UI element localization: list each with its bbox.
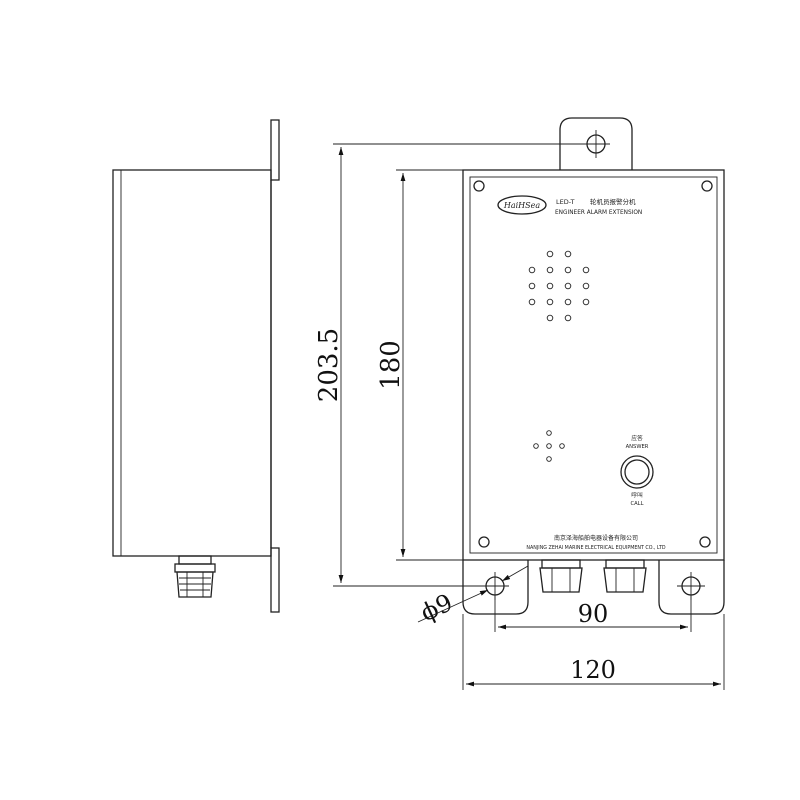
front-body-outer	[462, 169, 725, 561]
brand-logo-text: HaiHSea	[503, 201, 540, 210]
side-flange-top	[270, 119, 280, 181]
gland-spacing-label: 90	[578, 600, 609, 628]
brand-logo: HaiHSea	[497, 195, 547, 215]
side-view	[112, 119, 280, 613]
answer-en-label: ANSWER	[626, 444, 649, 450]
cable-gland-icon	[603, 559, 647, 593]
body-height-label: 180	[376, 340, 406, 390]
side-view-body	[112, 169, 272, 557]
side-flange-bottom	[270, 547, 280, 613]
speaker-grille-icon	[528, 250, 590, 322]
bottom-left-tab	[462, 560, 529, 615]
title-cn-label: 轮机员报警分机	[590, 197, 636, 206]
overall-height-label: 203.5	[314, 328, 344, 402]
bottom-right-tab	[658, 560, 725, 615]
call-en-label: CALL	[631, 501, 644, 507]
maker-en-label: NANJING ZEHAI MARINE ELECTRICAL EQUIPMEN…	[526, 545, 665, 551]
dimension-overall-width: 120	[462, 614, 725, 690]
maker-cn-label: 南京泽海船舶电器设备有限公司	[554, 534, 638, 542]
answer-cn-label: 应答	[631, 434, 643, 442]
dimension-body-height: 180	[376, 169, 463, 561]
cable-gland-icon	[174, 555, 216, 598]
dimension-gland-spacing: 90	[494, 595, 692, 632]
call-cn-label: 呼叫	[631, 491, 643, 499]
model-label: LED-T	[556, 198, 574, 206]
microphone-icon	[533, 430, 565, 462]
dimension-hole-diameter: ϕ9	[416, 565, 529, 627]
top-mounting-tab	[559, 117, 633, 170]
dimension-overall-height: 203.5	[314, 143, 596, 587]
answer-call-button-icon	[620, 455, 654, 489]
overall-width-label: 120	[570, 656, 616, 684]
front-view: HaiHSea LED-T 轮机员报警分机 ENGINEER ALARM EXT…	[462, 117, 725, 615]
cable-gland-icon	[539, 559, 583, 593]
hole-diameter-label: ϕ9	[416, 588, 457, 627]
front-panel-inner	[469, 176, 718, 554]
title-en-label: ENGINEER ALARM EXTENSION	[555, 210, 642, 216]
corner-screw-icon	[473, 180, 713, 548]
